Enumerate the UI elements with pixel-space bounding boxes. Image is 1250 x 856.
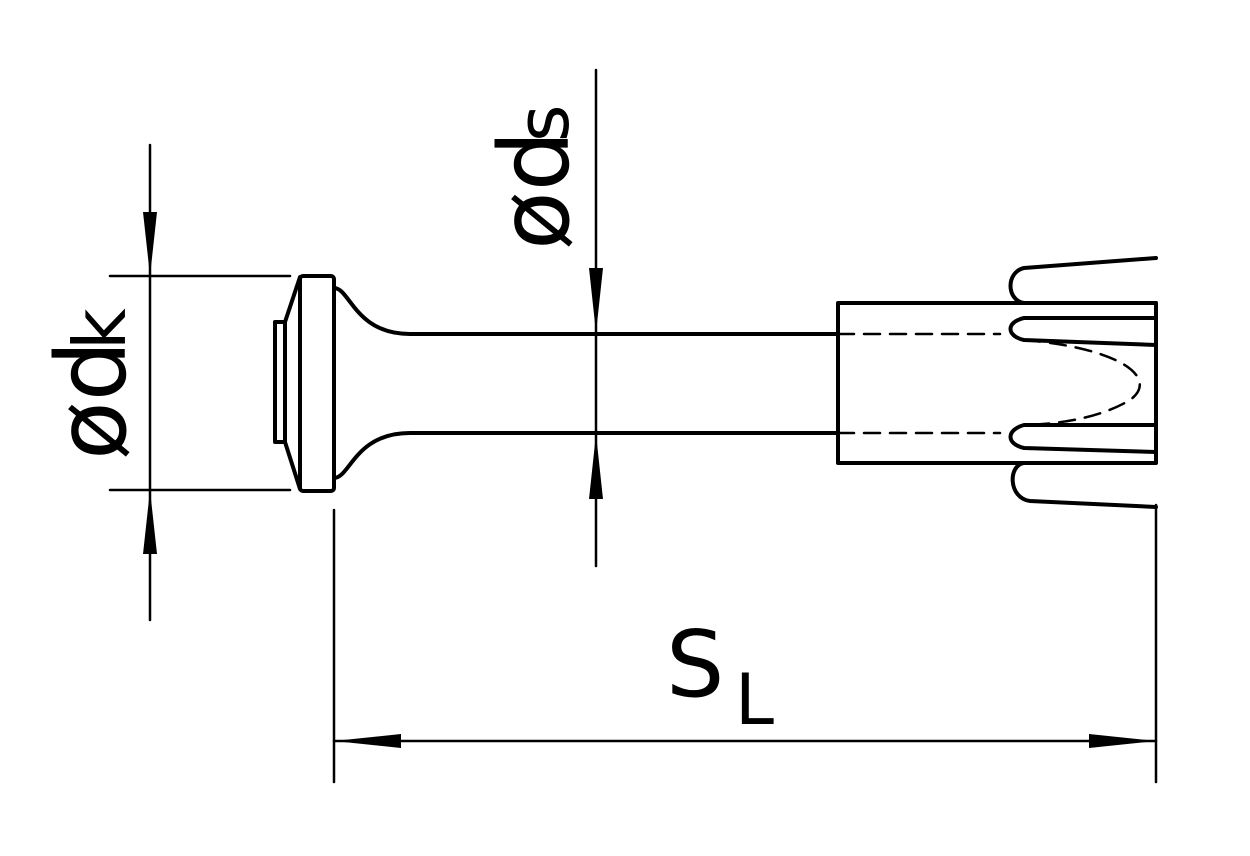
dimension-arrows [143, 212, 1156, 748]
arrow-ds-top [589, 268, 603, 333]
arrow-sl-left [334, 734, 401, 748]
label-sl-symbol: S [666, 611, 724, 718]
label-ds-symbol: ød [479, 130, 591, 250]
label-sl: S L [666, 611, 774, 741]
label-sl-subscript: L [735, 659, 774, 741]
anchor-part [273, 256, 1158, 509]
arrow-dk-bottom [143, 490, 157, 554]
dimension-sl [332, 503, 1158, 784]
anchor-head [273, 274, 336, 493]
label-ds: ød s [479, 104, 591, 250]
expansion-sleeve [836, 256, 1158, 509]
label-dk-symbol: ød [36, 340, 148, 460]
label-dk-subscript: k [58, 308, 142, 350]
arrow-sl-right [1089, 734, 1156, 748]
label-ds-subscript: s [501, 104, 585, 142]
label-dk: ød k [36, 308, 148, 460]
arrow-ds-bottom [589, 434, 603, 499]
anchor-shaft [332, 286, 840, 480]
arrow-dk-top [143, 212, 157, 276]
